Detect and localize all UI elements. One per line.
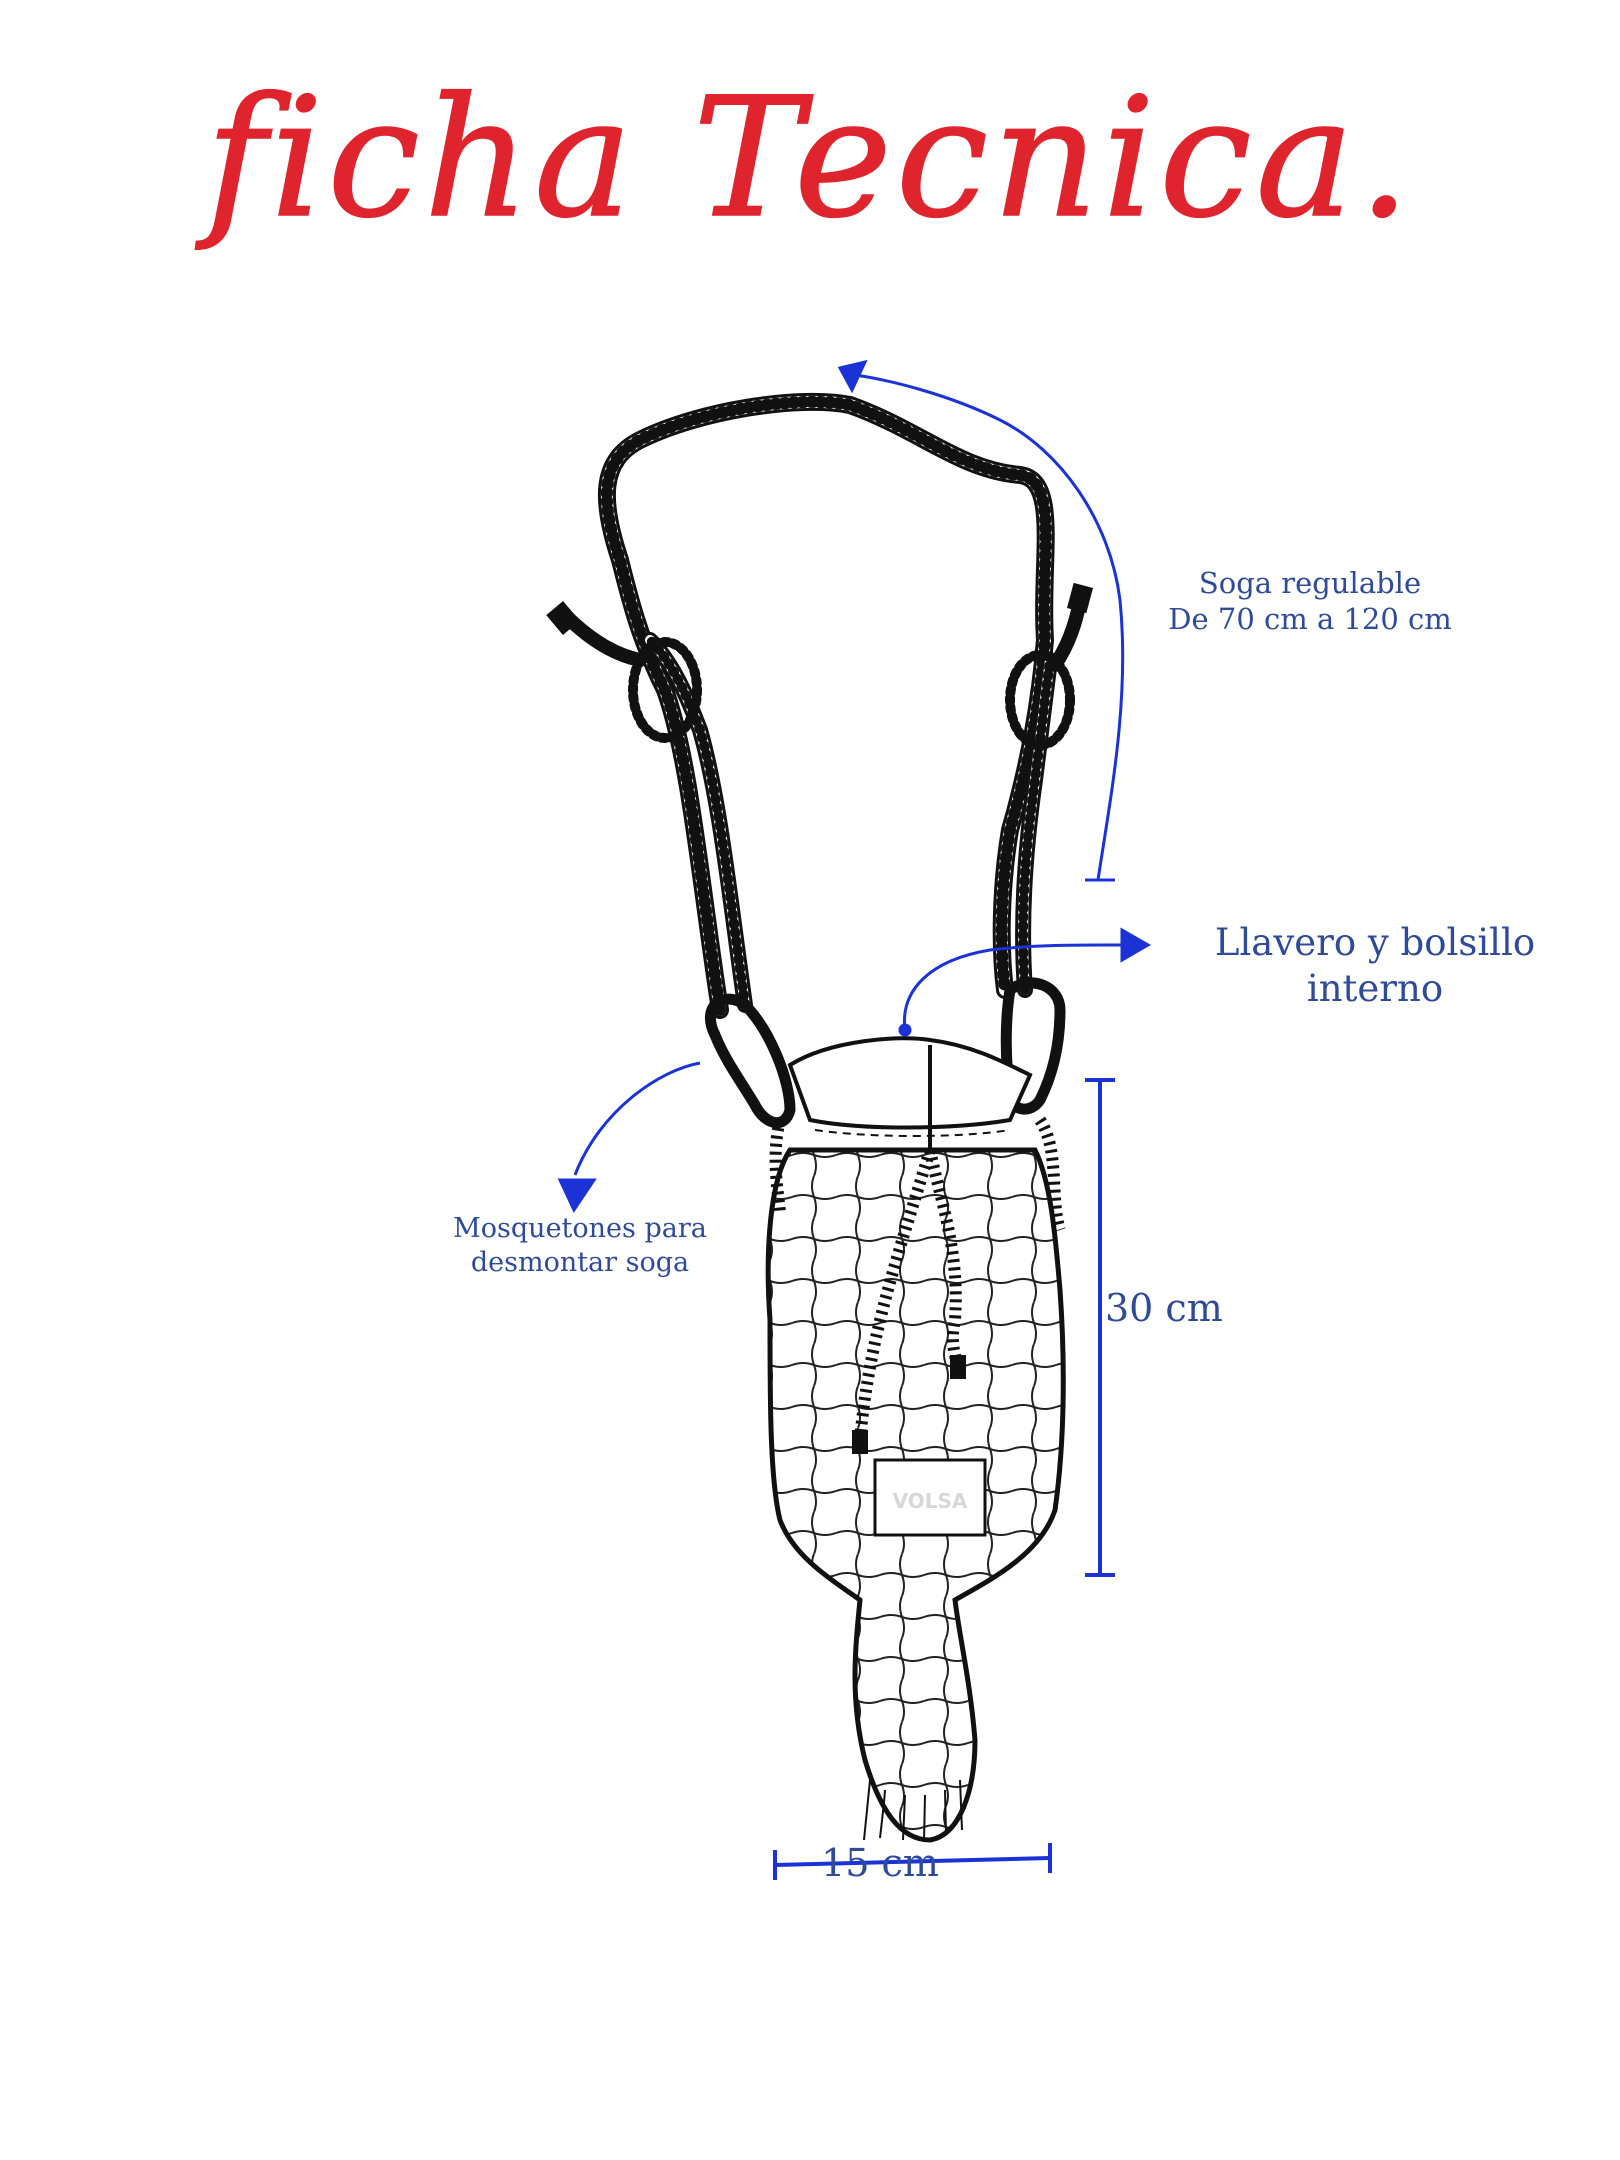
page-title: ficha Tecnica. <box>194 61 1415 255</box>
carabiners <box>704 977 1066 1128</box>
arrow-down-icon <box>557 1178 597 1214</box>
rope-arrow <box>854 373 1125 881</box>
height-label: 30 cm <box>1105 1286 1223 1330</box>
width-label: 15 cm <box>821 1841 939 1885</box>
page-title-text: ficha Tecnica. <box>195 62 1415 254</box>
rope-label-line-2: De 70 cm a 120 cm <box>1168 602 1452 637</box>
brand-tag-text: VOLSA <box>893 1489 968 1513</box>
brand-tag <box>873 1458 987 1537</box>
arrow-up-icon <box>837 359 868 394</box>
width-dimension <box>773 1843 1052 1880</box>
left-carabiner <box>704 993 796 1128</box>
carabiners-label-line-2: desmontar soga <box>470 1246 690 1278</box>
keyring-label-line-1: Llavero y bolsillo <box>1214 921 1536 964</box>
bag-body: VOLSA <box>765 1036 1066 1843</box>
keyring-label: Llavero y bolsillo interno <box>1185 920 1565 1013</box>
carabiners-label: Mosquetones para desmontar soga <box>420 1212 740 1280</box>
keyring-label-line-2: interno <box>1306 967 1444 1011</box>
height-dimension <box>1085 1078 1115 1577</box>
rope-label: Soga regulable De 70 cm a 120 cm <box>1140 565 1480 638</box>
carabiners-label-line-1: Mosquetones para <box>453 1213 707 1244</box>
carabiner-arrow <box>573 1061 701 1176</box>
annotations <box>557 359 1152 1880</box>
rope-strap <box>546 392 1094 1019</box>
rope-label-line-1: Soga regulable <box>1198 566 1422 600</box>
keyring-arrow <box>902 943 1131 1031</box>
arrow-right-icon <box>1120 927 1152 963</box>
right-knot <box>1005 650 1075 750</box>
left-knot <box>628 637 702 743</box>
right-carabiner <box>1000 977 1066 1115</box>
